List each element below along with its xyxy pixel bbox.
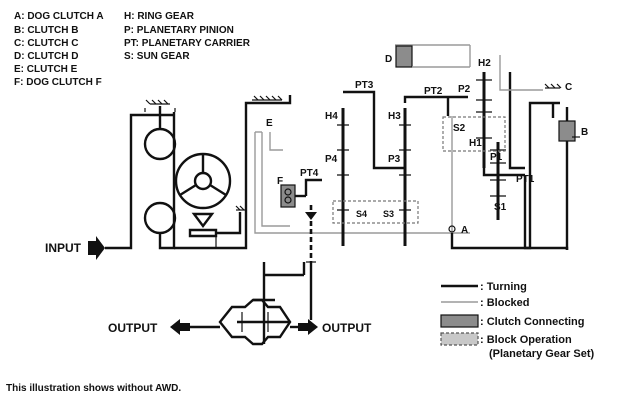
label-p4: P4 <box>325 154 338 165</box>
dog-clutch-a: A <box>448 116 569 250</box>
legend-block-operation-sub: (Planetary Gear Set) <box>489 348 594 360</box>
clutch-b: B <box>551 103 588 250</box>
key-f: F: DOG CLUTCH F <box>14 77 102 88</box>
label-pt3: PT3 <box>355 80 374 91</box>
label-c: C <box>565 82 572 93</box>
key-b: B: CLUTCH B <box>14 25 78 36</box>
key-h: H: RING GEAR <box>124 11 195 22</box>
label-output-right: OUTPUT <box>322 321 372 335</box>
label-pt4: PT4 <box>300 168 319 179</box>
input-shaft <box>88 108 176 260</box>
torque-converter <box>143 99 246 250</box>
label-p3: P3 <box>388 154 401 165</box>
legend-turning: : Turning <box>480 281 527 293</box>
label-h2: H2 <box>478 58 491 69</box>
label-f: F <box>277 176 283 187</box>
label-s3: S3 <box>383 209 394 219</box>
label-a: A <box>461 225 468 236</box>
planetary-gear-set-3: H3 P3 PT2 <box>388 86 468 246</box>
main-shaft <box>174 95 292 250</box>
line-legend: : Turning : Blocked : Clutch Connecting … <box>440 281 594 360</box>
legend-clutch-swatch <box>440 314 479 328</box>
block-operation-s2-h1 <box>442 116 506 152</box>
component-key: A: DOG CLUTCH A B: CLUTCH B C: CLUTCH C … <box>14 11 251 88</box>
label-e: E <box>266 118 273 129</box>
output-drive-arrow-icon <box>305 212 317 220</box>
footnote: This illustration shows without AWD. <box>6 383 181 394</box>
legend-clutch-connecting: : Clutch Connecting <box>480 316 585 328</box>
label-output-left: OUTPUT <box>108 321 158 335</box>
output-right-arrow-icon <box>298 319 318 335</box>
label-h1: H1 <box>469 138 482 149</box>
key-s: S: SUN GEAR <box>124 51 190 62</box>
key-pt: PT: PLANETARY CARRIER <box>124 38 251 49</box>
input-arrow-icon <box>88 236 105 260</box>
output-left-arrow-icon <box>170 319 190 335</box>
label-p1: P1 <box>490 152 503 163</box>
key-c: C: CLUTCH C <box>14 38 78 49</box>
label-b: B <box>581 127 588 138</box>
key-e: E: CLUTCH E <box>14 64 78 75</box>
key-a: A: DOG CLUTCH A <box>14 11 104 22</box>
legend-block-swatch <box>440 332 479 346</box>
label-s2: S2 <box>453 123 466 134</box>
legend-block-operation: : Block Operation <box>480 334 572 346</box>
label-h3: H3 <box>388 111 401 122</box>
label-s4: S4 <box>356 209 367 219</box>
key-p: P: PLANETARY PINION <box>124 25 234 36</box>
key-d: D: CLUTCH D <box>14 51 78 62</box>
label-s1: S1 <box>494 202 507 213</box>
label-h4: H4 <box>325 111 338 122</box>
label-input: INPUT <box>45 241 82 255</box>
dog-clutch-f: F <box>277 176 306 208</box>
clutch-e: E <box>254 118 470 234</box>
label-d: D <box>385 54 392 65</box>
clutch-d: D <box>385 44 470 68</box>
differential <box>218 261 316 346</box>
block-operation-s4-s3 <box>332 200 419 224</box>
legend-blocked: : Blocked <box>480 297 530 309</box>
planetary-gear-set-1-2: H2 P2 S2 H1 P1 PT1 S1 <box>453 58 535 220</box>
label-p2: P2 <box>458 84 471 95</box>
label-pt2: PT2 <box>424 86 443 97</box>
